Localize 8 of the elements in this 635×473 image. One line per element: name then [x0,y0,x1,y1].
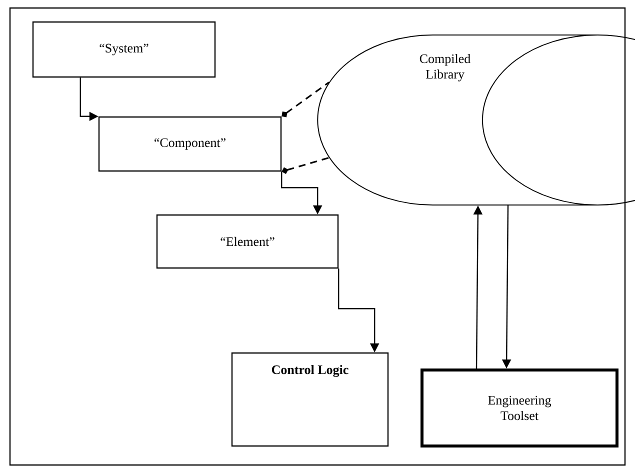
process-box: Control Logic [231,352,389,447]
process-box: “System” [32,21,216,78]
process-box: “Element” [156,214,339,269]
library-cylinder: Compiled Library [317,34,635,206]
dashed-connector [282,82,330,118]
process-box: “Component” [98,116,282,172]
dashed-connector [282,156,330,174]
process-box: Engineering Toolset [420,368,618,448]
